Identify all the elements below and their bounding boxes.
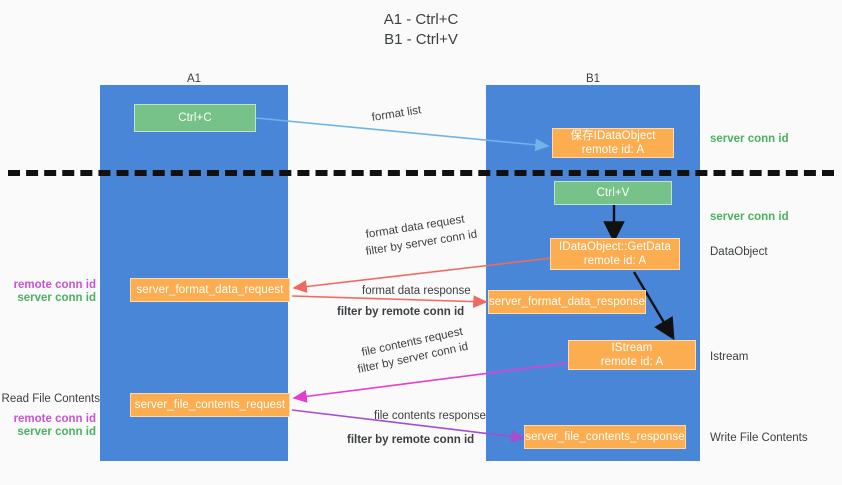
- right-label-server-conn-id-2: server conn id: [710, 211, 789, 223]
- node-server-format-data-request[interactable]: server_format_data_request: [130, 278, 290, 302]
- right-label-server-conn-id-1: server conn id: [710, 133, 789, 145]
- node-idataobject-getdata[interactable]: IDataObject::GetData remote id: A: [550, 238, 680, 270]
- left-label-read-file-contents: Read File Contents: [1, 393, 100, 405]
- node-server-format-data-response[interactable]: server_format_data_response: [488, 290, 646, 314]
- node-istream[interactable]: IStream remote id: A: [568, 340, 696, 370]
- node-save-idataobject[interactable]: 保存IDataObject remote id: A: [552, 128, 674, 158]
- right-label-istream: Istream: [710, 351, 749, 363]
- edge-label-format-data-response-filter: filter by remote conn id: [337, 305, 464, 320]
- edge-label-file-contents-response: file contents response: [374, 410, 486, 422]
- lane-title-b1: B1: [585, 73, 601, 85]
- left-label-remote-conn-id-1: remote conn id: [13, 279, 96, 291]
- edge-label-format-data-response: format data response: [362, 285, 471, 297]
- page-title: A1 - Ctrl+C B1 - Ctrl+V: [383, 11, 459, 48]
- node-server-file-contents-request[interactable]: server_file_contents_request: [130, 393, 290, 417]
- right-label-write-file-contents: Write File Contents: [710, 432, 808, 444]
- lane-title-a1: A1: [186, 73, 202, 85]
- left-label-server-conn-id-2: server conn id: [17, 426, 96, 438]
- node-ctrl-v[interactable]: Ctrl+V: [554, 181, 672, 205]
- filter-by-text-4: filter by: [347, 434, 389, 446]
- filter-by-text: filter by: [364, 240, 404, 258]
- edge-label-format-list: format list: [370, 104, 423, 124]
- node-server-file-contents-response[interactable]: server_file_contents_response: [524, 425, 686, 449]
- right-label-dataobject: DataObject: [710, 246, 768, 258]
- left-label-remote-conn-id-2: remote conn id: [13, 413, 96, 425]
- remote-conn-id-text: remote conn id: [381, 306, 465, 318]
- filter-by-text-2: filter by: [337, 306, 379, 318]
- node-ctrl-c[interactable]: Ctrl+C: [134, 104, 256, 132]
- remote-conn-id-text-2: remote conn id: [391, 434, 475, 446]
- left-label-server-conn-id-1: server conn id: [17, 292, 96, 304]
- phase-divider: [8, 170, 834, 176]
- edge-label-file-contents-response-filter: filter by remote conn id: [347, 433, 474, 448]
